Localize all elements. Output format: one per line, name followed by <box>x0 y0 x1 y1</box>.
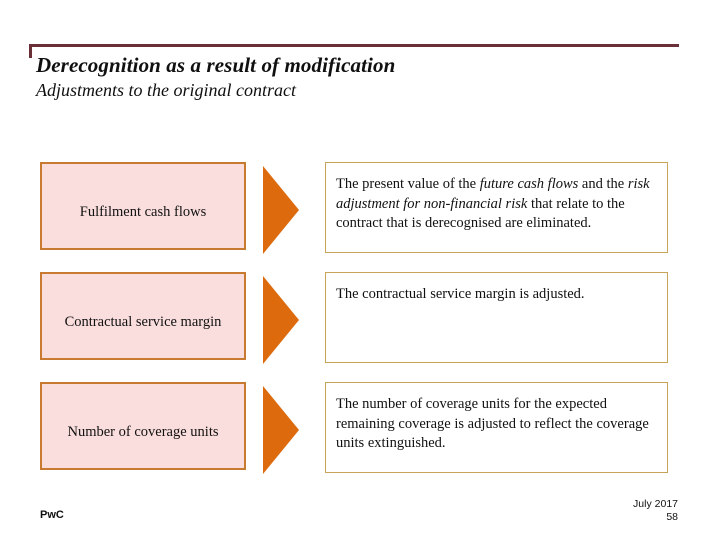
label-box-text: Fulfilment cash flows <box>79 204 207 220</box>
label-box-text: Number of coverage units <box>67 424 219 440</box>
label-box: Number of coverage units <box>40 382 246 470</box>
label-box: Fulfilment cash flows <box>40 162 246 250</box>
description-text: The number of coverage units for the exp… <box>336 396 649 451</box>
header-accent-rule <box>29 44 679 47</box>
description-text: The present value of the future cash flo… <box>336 176 650 231</box>
description-box: The present value of the future cash flo… <box>325 162 668 253</box>
footer-date: July 2017 <box>633 498 678 510</box>
page-title: Derecognition as a result of modificatio… <box>36 53 396 77</box>
label-box: Contractual service margin <box>40 272 246 360</box>
description-text: The contractual service margin is adjust… <box>336 286 585 302</box>
footer-page-number: 58 <box>666 511 678 523</box>
description-box: The contractual service margin is adjust… <box>325 272 668 363</box>
label-box-text: Contractual service margin <box>64 314 222 330</box>
arrow-right-icon <box>262 165 300 255</box>
content-row: Number of coverage units The number of c… <box>0 382 720 474</box>
arrow-right-icon <box>262 275 300 365</box>
pwc-logo: PwC <box>40 509 64 521</box>
description-box: The number of coverage units for the exp… <box>325 382 668 473</box>
page-subtitle: Adjustments to the original contract <box>36 80 296 100</box>
header-accent-rule-stub <box>29 44 32 58</box>
content-row: Fulfilment cash flows The present value … <box>0 162 720 254</box>
arrow-right-icon <box>262 385 300 475</box>
content-row: Contractual service margin The contractu… <box>0 272 720 364</box>
